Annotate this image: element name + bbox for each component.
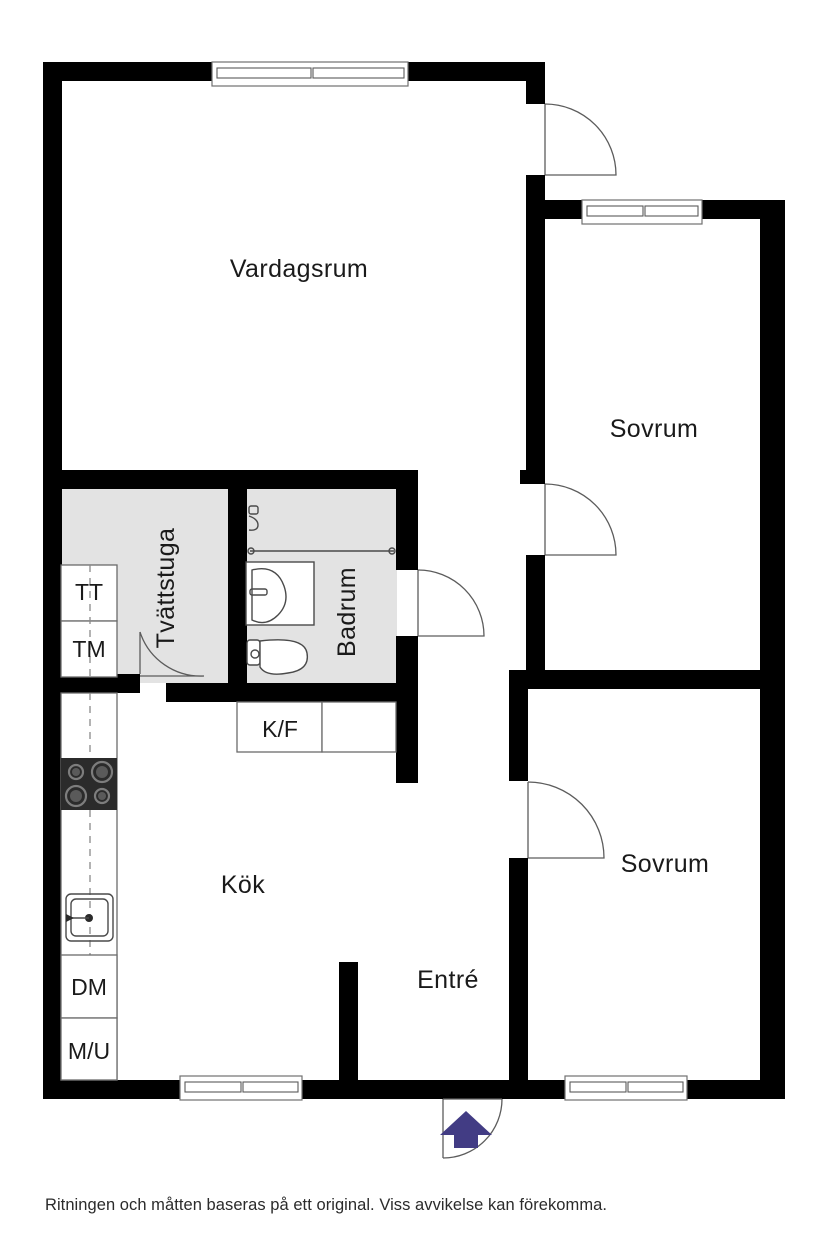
wall-sovrum-upper-west-bottom [526, 555, 545, 688]
appliance-tm-box [60, 620, 118, 678]
kitchen-counter: DM M/U [60, 692, 118, 1081]
wall-outer-left [43, 62, 62, 1099]
wall-outer-right [760, 200, 785, 1099]
door-living-hall [544, 103, 617, 176]
appliance-mu-label: M/U [68, 1038, 110, 1064]
stove-fixture-icon [61, 758, 117, 810]
shower-fixture-icon [248, 505, 259, 531]
shower-rail-end-right [388, 547, 396, 555]
wall-badrum-east-top [396, 470, 418, 570]
door-sovrum-upper [544, 483, 617, 556]
room-label-tvattstuga: Tvättstuga [152, 528, 180, 649]
windows [179, 61, 703, 1101]
kitchen-sink-fixture-icon [65, 893, 114, 942]
wall-tvattstuga-badrum [228, 470, 247, 683]
room-labels: Vardagsrum Sovrum Sovrum Tvättstuga Badr… [152, 255, 709, 994]
window-vardagsrum [211, 61, 409, 87]
wall-kok-entre [339, 962, 358, 1080]
wall-badrum-bottom [166, 683, 418, 702]
entrance-arrow-icon [440, 1111, 492, 1148]
toilet-fixture-icon [246, 639, 309, 675]
tvattstuga-appliances: TT TM [60, 564, 118, 678]
wall-sovrum-upper-west-top [526, 200, 545, 470]
room-floor-sovrum-lower [528, 688, 760, 1080]
wall-sovrum-lower-west-top [509, 670, 528, 781]
window-sovrum-lower [564, 1075, 688, 1101]
room-label-sovrum-upper: Sovrum [610, 415, 699, 443]
sink-fixture-icon [245, 561, 315, 626]
wall-living-right-upper [526, 62, 545, 104]
room-floor-sovrum-upper [545, 218, 760, 670]
room-label-sovrum-lower: Sovrum [621, 850, 710, 878]
room-floor-entre [344, 770, 528, 1080]
door-badrum [417, 569, 485, 637]
room-label-badrum: Badrum [333, 567, 361, 657]
wall-tvattstuga-bottom [43, 674, 104, 693]
window-kok [179, 1075, 303, 1101]
wall-sovrum-divider [526, 670, 785, 689]
door-tvattstuga [139, 631, 205, 677]
shower-rail-end-left [247, 547, 255, 555]
door-entrance [442, 1098, 503, 1159]
wall-badrum-bottom-stub [228, 670, 247, 702]
kf-cabinets: K/F [236, 701, 397, 753]
appliance-tt-label: TT [75, 579, 103, 605]
wall-badrum-east-bottom [396, 636, 418, 783]
room-label-entre: Entré [417, 966, 479, 994]
appliance-dm-label: DM [71, 974, 107, 1000]
appliance-mu-box [60, 1017, 118, 1081]
wall-tvattstuga-bottom-right [104, 674, 140, 693]
wall-sovrum-upper-west-mid [520, 470, 545, 484]
room-label-vardagsrum: Vardagsrum [230, 255, 368, 283]
badrum-fixtures [245, 505, 396, 675]
door-sovrum-lower [527, 781, 605, 859]
room-label-kok: Kök [221, 871, 265, 899]
appliance-tm-label: TM [72, 636, 105, 662]
cabinet-right-of-kf [321, 701, 397, 753]
appliance-kf-label: K/F [262, 716, 298, 742]
wall-sovrum-lower-west-bottom [509, 858, 528, 1080]
appliance-kf-box [236, 701, 323, 753]
doors [139, 103, 617, 1159]
window-sovrum-upper [581, 199, 703, 225]
disclaimer-text: Ritningen och måtten baseras på ett orig… [45, 1196, 607, 1214]
room-floor-vardagsrum [61, 80, 528, 470]
